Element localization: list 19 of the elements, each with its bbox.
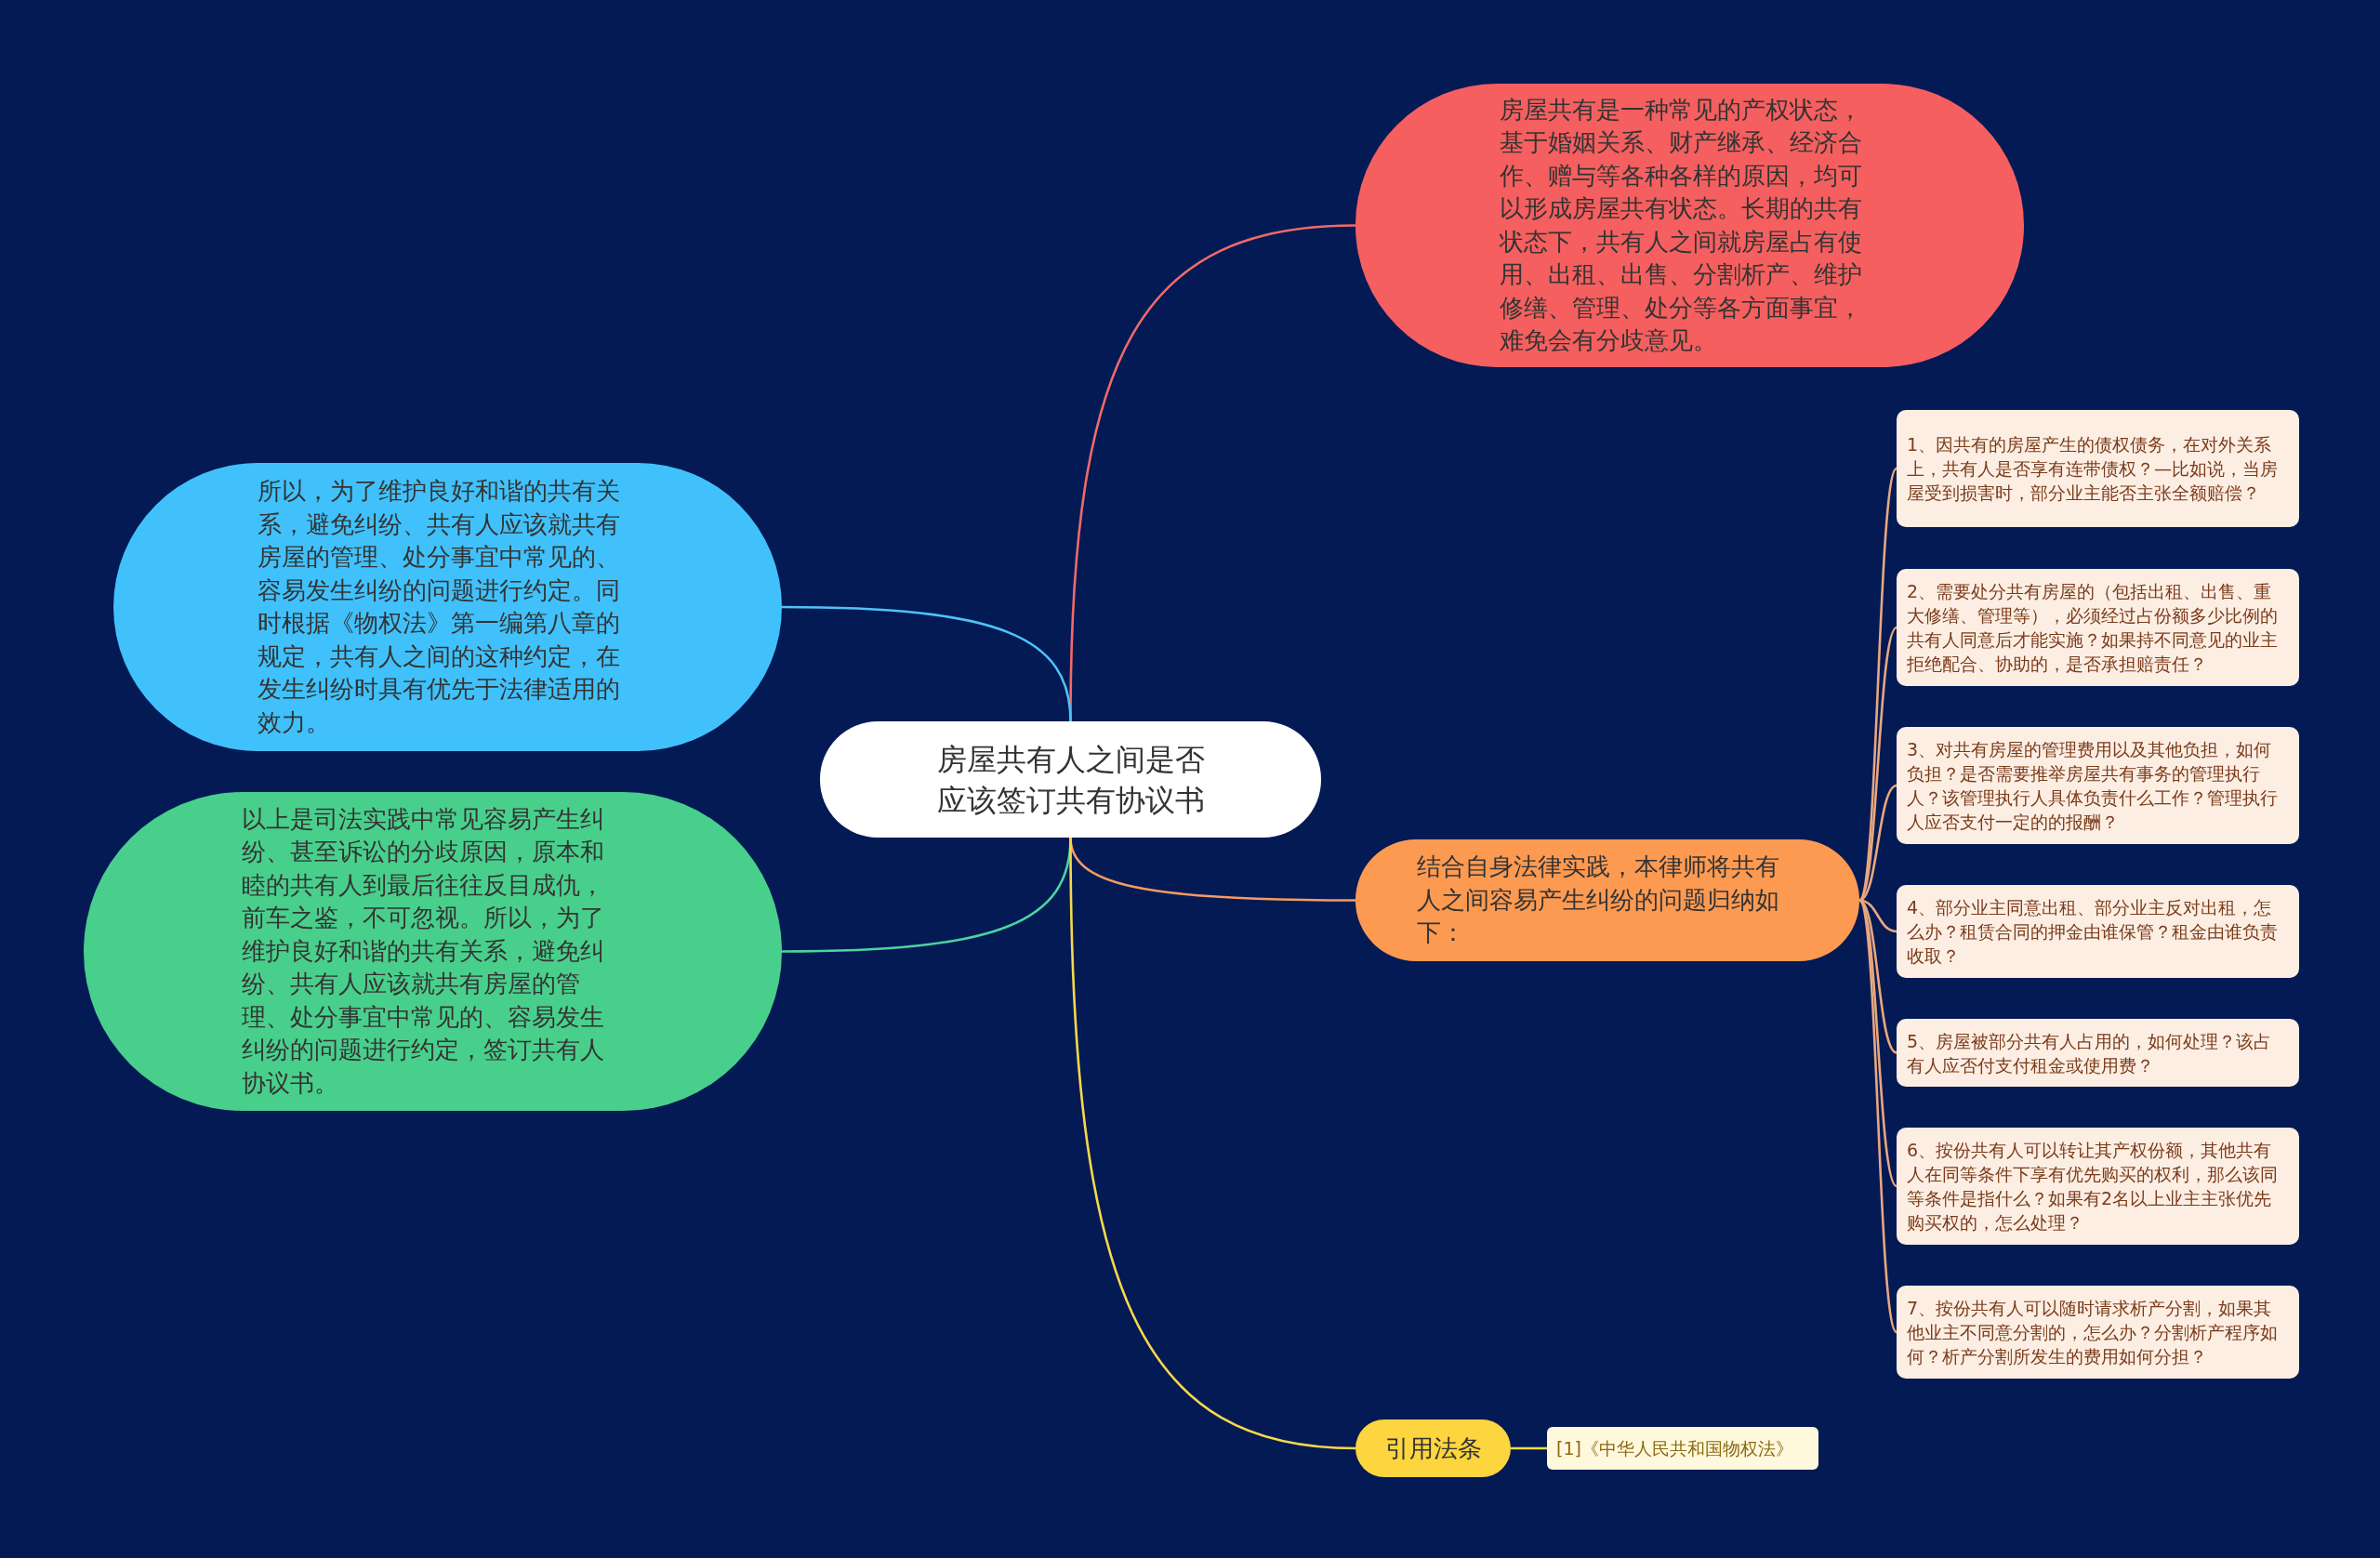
reference-card: [1]《中华人民共和国物权法》 (1547, 1427, 1818, 1470)
question-card: 3、对共有房屋的管理费用以及其他负担，如何负担？是否需要推举房屋共有事务的管理执行人？该管理执行人具体负责什么工作？管理执行人应否支付一定的的报酬？ (1897, 727, 2299, 844)
topic-bubble: 所以，为了维护良好和谐的共有关系，避免纠纷、共有人应该就共有房屋的管理、处分事宜中常见的、容易发生纠纷的问题进行约定。同时根据《物权法》第一编第八章的规定，共有人之间的这种约定，在发生纠纷时具有优先于法律适用的效力。 (113, 463, 782, 751)
question-card: 1、因共有的房屋产生的债权债务，在对外关系上，共有人是否享有连带债权？—比如说，当房屋受到损害时，部分业主能否主张全额赔偿？ (1897, 410, 2299, 527)
connector-line (782, 605, 1072, 722)
connector-line (1858, 627, 1897, 902)
central-topic-bubble: 房屋共有人之间是否应该签订共有协议书 (820, 721, 1321, 838)
topic-bubble: 引用法条 (1355, 1419, 1511, 1477)
question-card: 4、部分业主同意出租、部分业主反对出租，怎么办？租赁合同的押金由谁保管？租金由谁负责收取？ (1897, 885, 2299, 978)
topic-bubble: 以上是司法实践中常见容易产生纠纷、甚至诉讼的分歧原因，原本和睦的共有人到最后往往反目成仇，前车之鉴，不可忽视。所以，为了维护良好和谐的共有关系，避免纠纷、共有人应该就共有房屋的管理、处分事宜中常见的、容易发生纠纷的问题进行约定，签订共有人协议书。 (84, 792, 782, 1111)
topic-bubble: 房屋共有是一种常见的产权状态，基于婚姻关系、财产继承、经济合作、赠与等各种各样的原因，均可以形成房屋共有状态。长期的共有状态下，共有人之间就房屋占有使用、出租、出售、分割析产、维护修缮、管理、处分等各方面事宜，难免会有分歧意见。 (1355, 84, 2024, 367)
connector-line (1858, 899, 1898, 1333)
connector-line (1511, 1446, 1547, 1450)
topic-bubble: 结合自身法律实践，本律师将共有人之间容易产生纠纷的问题归纳如下： (1355, 839, 1859, 961)
question-card: 6、按份共有人可以转让其产权份额，其他共有人在同等条件下享有优先购买的权利，那么该同等条件是指什么？如果有2名以上业主主张优先购买权的，怎么处理？ (1897, 1128, 2299, 1245)
question-card: 2、需要处分共有房屋的（包括出租、出售、重大修缮、管理等），必须经过占份额多少比例的共有人同意后才能实施？如果持不同意见的业主拒绝配合、协助的，是否承担赔责任？ (1897, 569, 2299, 686)
connector-line (1069, 838, 1356, 1450)
question-card: 5、房屋被部分共有人占用的，如何处理？该占有人应否付支付租金或使用费？ (1897, 1019, 2299, 1087)
question-card: 7、按份共有人可以随时请求析产分割，如果其他业主不同意分割的，怎么办？分割析产程序如何？析产分割所发生的费用如何分担？ (1897, 1286, 2299, 1379)
